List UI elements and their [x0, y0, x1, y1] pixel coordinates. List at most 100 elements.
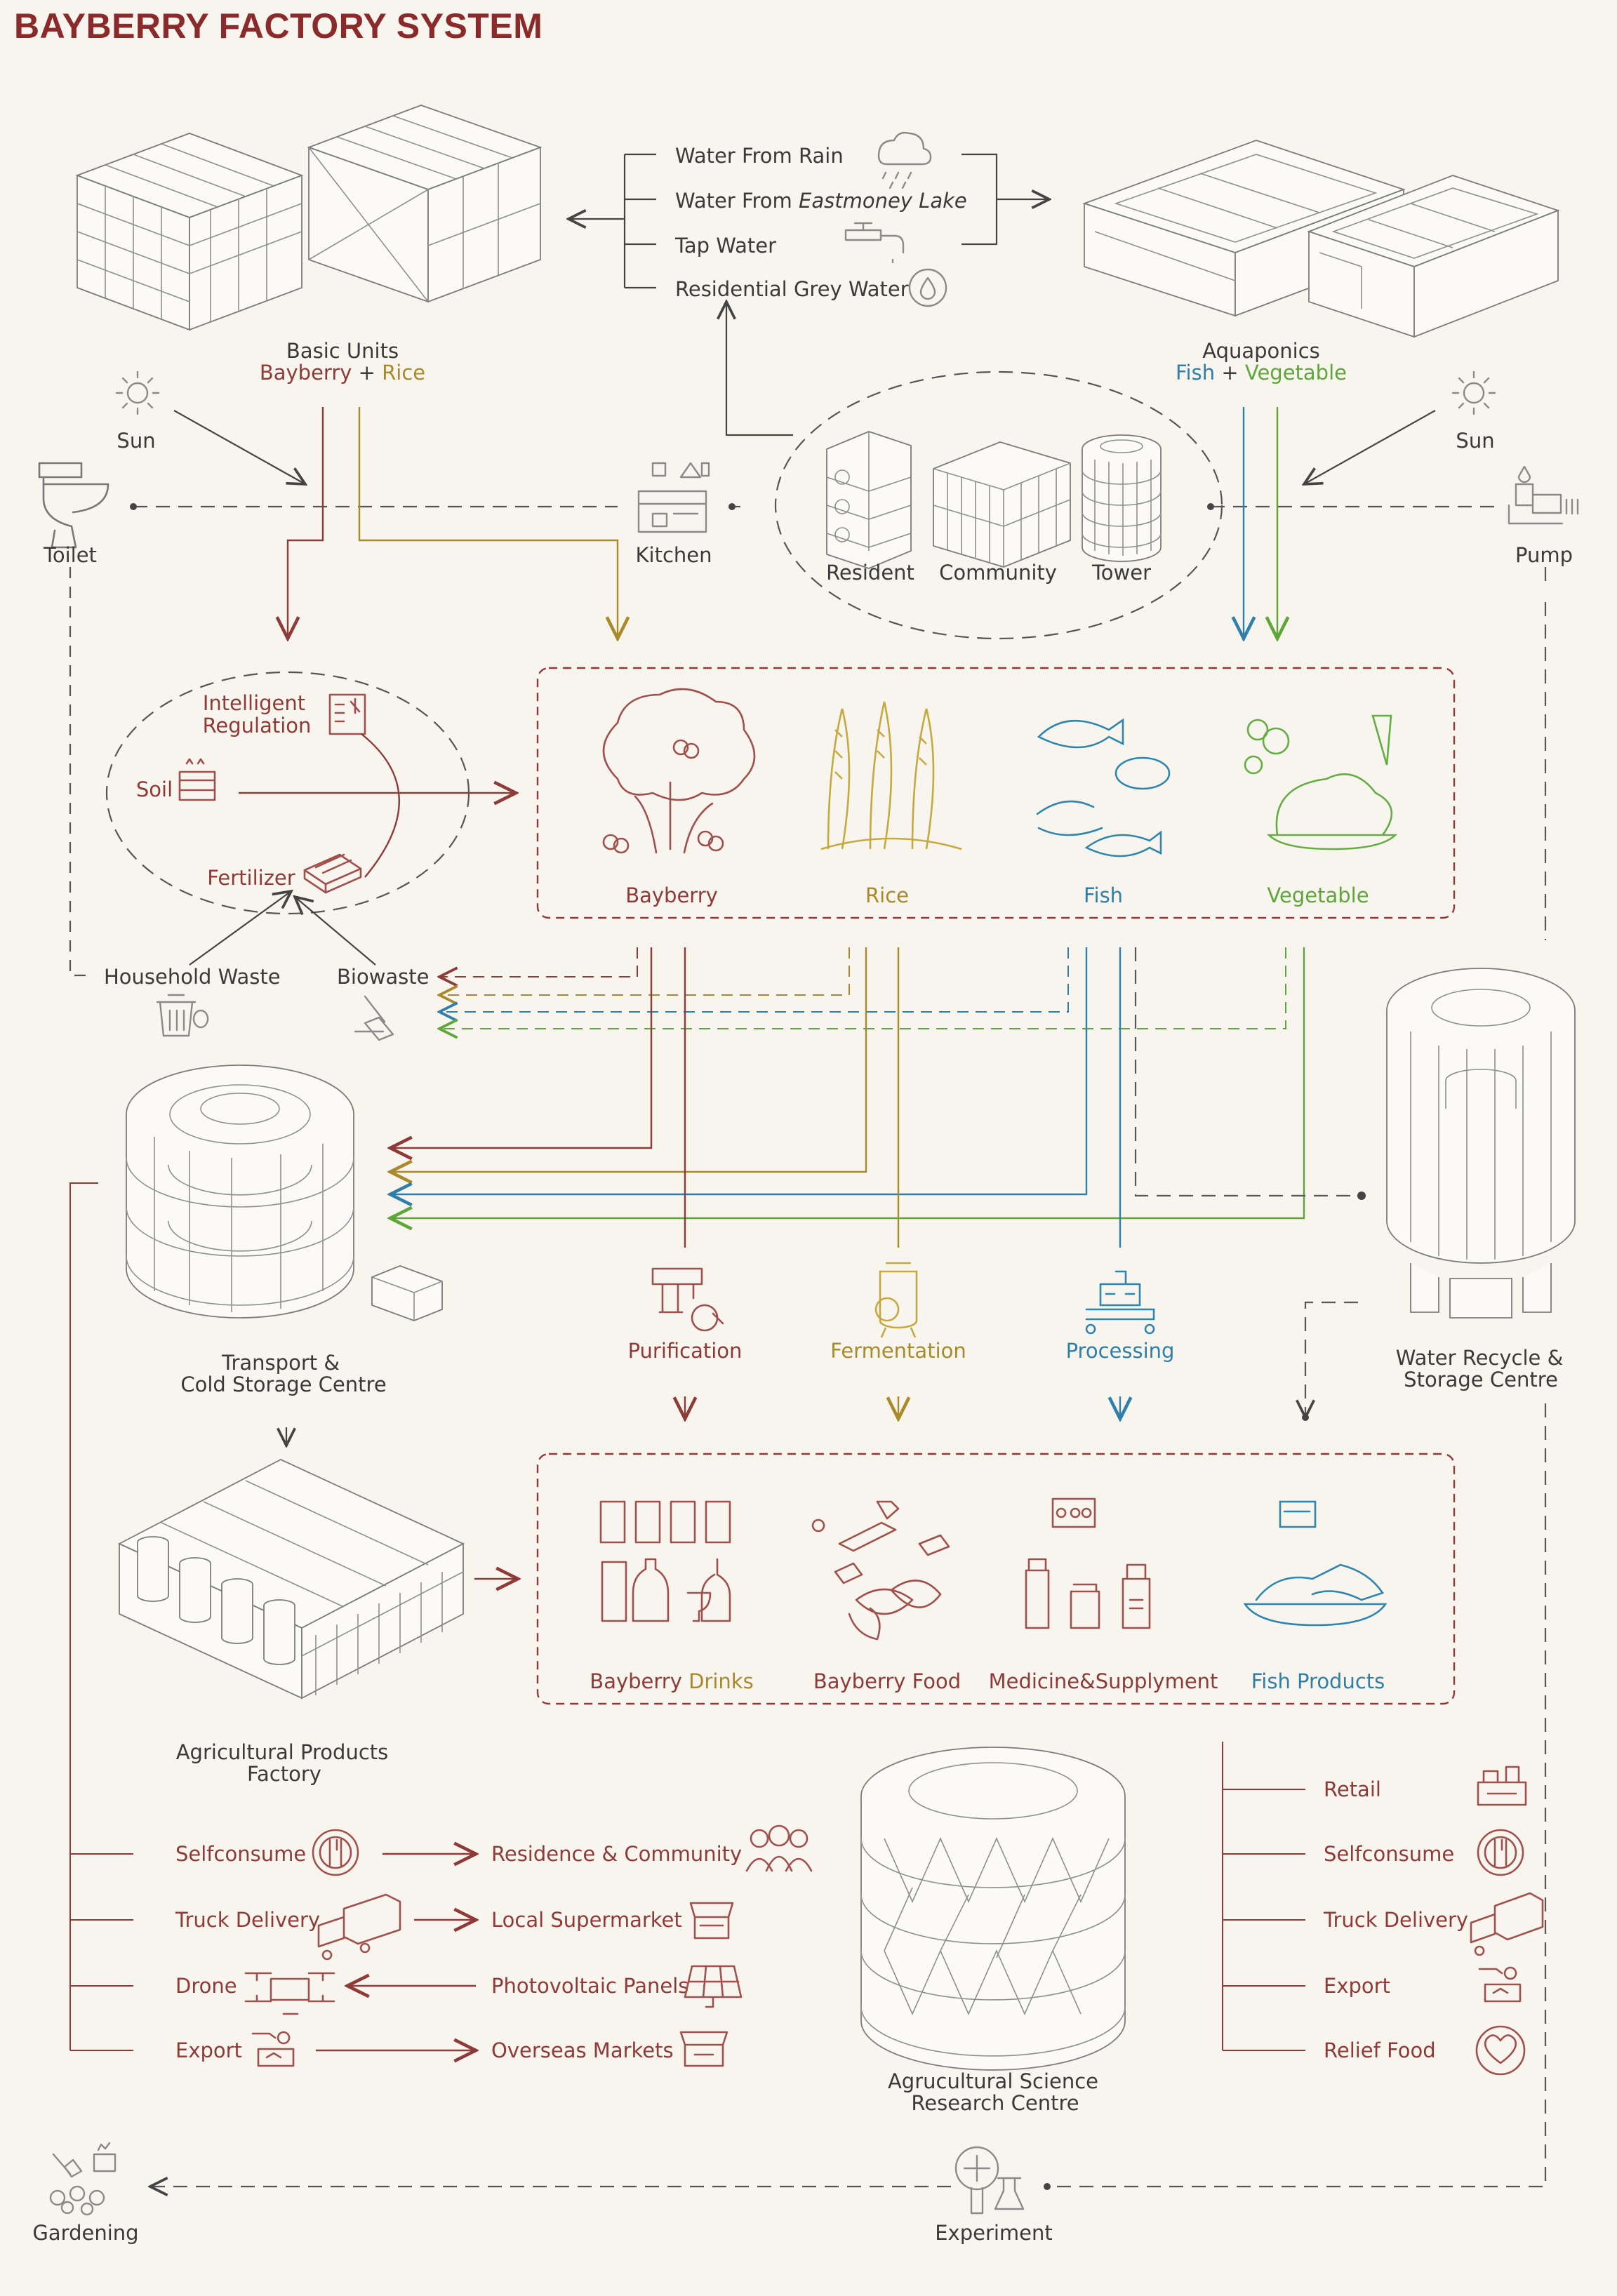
- water-source-list: Water From Rain Water From Eastmoney Lak…: [568, 133, 1049, 306]
- connector-dot: [1302, 1414, 1309, 1421]
- regulation-label: Regulation: [203, 714, 312, 737]
- vegetable-icon: [1245, 716, 1395, 849]
- plate-cutlery-icon: [313, 1830, 358, 1875]
- crop-label-rice: Rice: [865, 883, 909, 907]
- bayberry-tree-icon: [604, 689, 754, 853]
- toilet-icon: [39, 463, 108, 547]
- aquaponics-label: Aquaponics: [1202, 339, 1320, 363]
- crop-label-fish: Fish: [1084, 883, 1123, 907]
- fertilizer-label: Fertilizer: [207, 866, 295, 890]
- fermentation-label: Fermentation: [830, 1339, 966, 1363]
- experiment-label: Experiment: [935, 2221, 1053, 2245]
- dist-target-overseas: Overseas Markets: [491, 2038, 674, 2062]
- gardening-tools-icon: [51, 2143, 115, 2215]
- toilet-label: Toilet: [43, 543, 97, 567]
- connector-dot: [1044, 2183, 1051, 2190]
- tap-icon: [846, 223, 903, 262]
- drone-icon: [246, 1973, 334, 2014]
- products-box: [538, 1454, 1454, 1704]
- soil-label: Soil: [136, 777, 173, 801]
- research-centre-building-illustration: [861, 1747, 1125, 2070]
- pump-label: Pump: [1515, 543, 1573, 567]
- dist-right-retail: Retail: [1324, 1777, 1381, 1801]
- dist-left-truck: Truck Delivery: [175, 1908, 320, 1932]
- connector-dot: [1357, 1192, 1366, 1200]
- factory-label-2: Factory: [247, 1762, 321, 1786]
- connector-dot: [130, 503, 137, 510]
- product-label-medicine: Medicine&Supplyment: [989, 1669, 1218, 1693]
- shovel-icon: [355, 996, 393, 1040]
- product-label-drinks: Bayberry Drinks: [590, 1669, 753, 1693]
- rain-cloud-icon: [879, 133, 931, 188]
- product-label-fish: Fish Products: [1251, 1669, 1385, 1693]
- water-recycle-label-1: Water Recycle &: [1396, 1346, 1563, 1370]
- sun-label-right: Sun: [1456, 429, 1494, 453]
- pump-icon: [1509, 467, 1578, 523]
- household-waste-label: Household Waste: [104, 965, 281, 989]
- export-handshake-icon: [253, 2032, 293, 2066]
- dist-right-relief: Relief Food: [1324, 2038, 1436, 2062]
- retail-shop-icon: [1478, 1767, 1526, 1805]
- water-rain-label: Water From Rain: [675, 144, 844, 168]
- dist-right-export: Export: [1324, 1974, 1390, 1998]
- kitchen-label: Kitchen: [636, 543, 712, 567]
- tap-water-label: Tap Water: [674, 234, 776, 258]
- bayberry-drinks-icon: [601, 1502, 730, 1621]
- biowaste-label: Biowaste: [337, 965, 430, 989]
- water-lake-label: Water From Eastmoney Lake: [675, 189, 967, 213]
- community-label: Community: [939, 561, 1057, 585]
- export-handshake-icon: [1479, 1968, 1520, 2001]
- sun-label-left: Sun: [117, 429, 155, 453]
- soil-layers-icon: [180, 759, 215, 800]
- water-recycle-label-2: Storage Centre: [1404, 1368, 1558, 1391]
- dist-left-export: Export: [175, 2038, 242, 2062]
- delivery-truck-icon: [1471, 1893, 1543, 1955]
- dist-target-photovoltaic: Photovoltaic Panels: [491, 1974, 688, 1998]
- product-label-food: Bayberry Food: [813, 1669, 961, 1693]
- dist-right-selfconsume: Selfconsume: [1324, 1842, 1454, 1866]
- fish-icon: [1037, 720, 1169, 856]
- resident-building-illustration: [827, 432, 911, 568]
- basic-units-building-illustration: [77, 105, 540, 330]
- plate-cutlery-icon: [1478, 1830, 1523, 1875]
- transport-label-1: Transport &: [221, 1351, 340, 1375]
- regulation-scale-icon: [330, 695, 365, 734]
- trash-bin-icon: [157, 995, 208, 1036]
- solar-panel-icon: [685, 1966, 741, 2007]
- tower-building-illustration: [1082, 435, 1161, 561]
- research-label-1: Agrucultural Science: [888, 2069, 1098, 2093]
- crops-box: [538, 668, 1454, 918]
- transport-storage-building-illustration: [126, 1065, 442, 1321]
- fermentation-tank-icon: [876, 1263, 917, 1337]
- sun-icon: [1453, 372, 1495, 414]
- dist-target-residence: Residence & Community: [491, 1842, 742, 1866]
- aquaponics-building-illustration: [1084, 140, 1558, 337]
- connector-dot: [728, 503, 736, 510]
- delivery-truck-icon: [319, 1895, 400, 1959]
- water-recycle-building-illustration: [1387, 968, 1575, 1318]
- transport-label-2: Cold Storage Centre: [180, 1373, 386, 1396]
- processing-conveyor-icon: [1086, 1272, 1154, 1333]
- factory-building-illustration: [119, 1460, 463, 1698]
- dist-left-selfconsume: Selfconsume: [175, 1842, 306, 1866]
- connector-dot: [1207, 503, 1214, 510]
- grey-water-label: Residential Grey Water: [675, 277, 909, 301]
- fertilizer-icon: [305, 855, 361, 893]
- processing-label: Processing: [1066, 1339, 1175, 1363]
- aquaponics-crops-label: Fish + Vegetable: [1176, 361, 1347, 385]
- gardening-label: Gardening: [32, 2221, 138, 2245]
- dist-left-drone: Drone: [175, 1974, 237, 1998]
- rice-stalk-icon: [821, 702, 961, 849]
- people-group-icon: [747, 1826, 811, 1871]
- intelligent-label: Intelligent: [203, 691, 305, 715]
- supermarket-stall-icon: [691, 1903, 733, 1938]
- basic-units-crops-label: Bayberry + Rice: [260, 361, 425, 385]
- market-stall-icon: [681, 2032, 727, 2066]
- purification-icon: [653, 1269, 723, 1330]
- crop-label-vegetable: Vegetable: [1267, 883, 1369, 907]
- community-building-illustration: [933, 442, 1070, 567]
- bayberry-food-icon: [813, 1502, 949, 1639]
- experiment-magnifier-icon: [956, 2147, 1023, 2213]
- recycle-drop-icon: [910, 269, 946, 306]
